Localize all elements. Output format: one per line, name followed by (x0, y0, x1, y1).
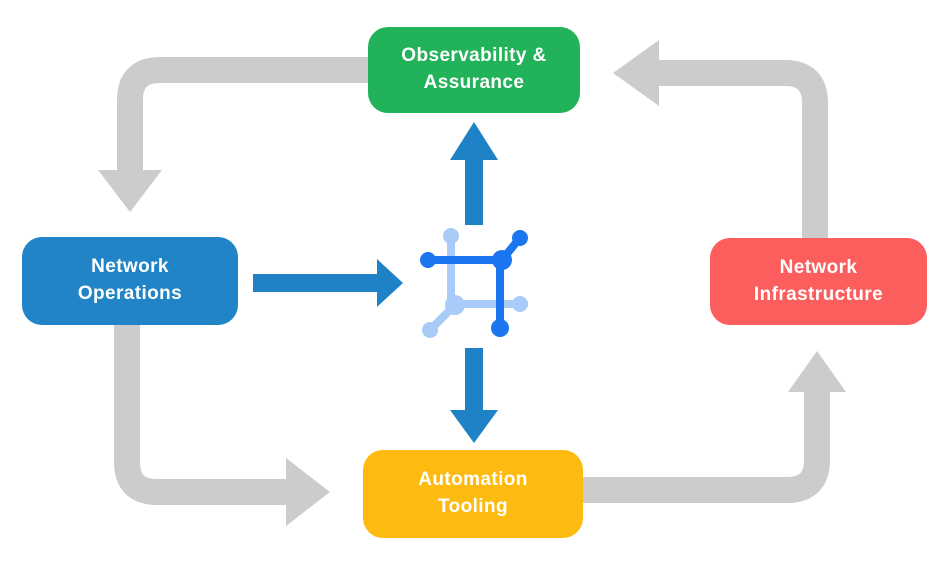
gray-arrow-observability-to-operations (98, 57, 368, 212)
gray-arrow-infrastructure-to-observability (613, 40, 828, 240)
node-network-infrastructure: Network Infrastructure (710, 238, 927, 325)
blue-arrow-center-to-automation (450, 348, 498, 443)
blue-arrow-center-to-observability (450, 122, 498, 225)
node-network-operations: Network Operations (22, 237, 238, 325)
gray-arrow-automation-to-infrastructure (581, 351, 846, 503)
blue-arrow-operations-to-center (253, 259, 403, 307)
node-observability-assurance: Observability & Assurance (368, 27, 580, 113)
gray-arrow-operations-to-automation (114, 323, 330, 526)
node-automation-tooling: Automation Tooling (363, 450, 583, 538)
network-mesh-icon (420, 228, 528, 338)
